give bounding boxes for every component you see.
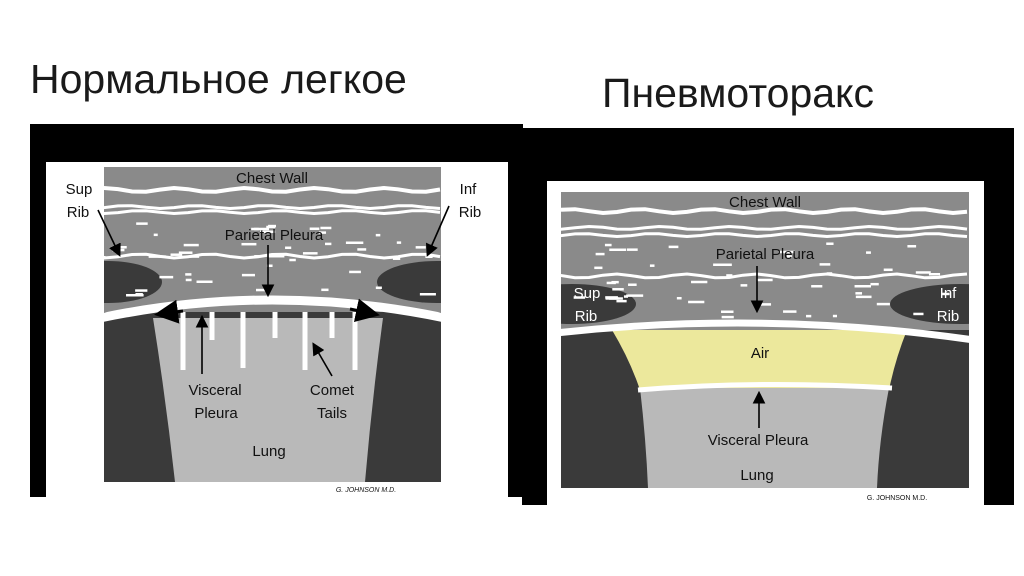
sup-rib-shape: [104, 261, 162, 303]
lung-label: Lung: [252, 443, 285, 460]
rib-label: Rib: [67, 204, 90, 221]
tissue-line: [104, 252, 441, 260]
tissue-line: [561, 207, 968, 216]
rib-label: Rib: [459, 204, 482, 221]
inf-rib-shape: [377, 261, 441, 303]
sup-rib-shape: [561, 284, 636, 324]
tissue-line: [104, 209, 441, 216]
visceral-pleura-label: Visceral Pleura: [708, 432, 809, 449]
rib-label: Rib: [575, 308, 598, 325]
pleural-line: [104, 295, 441, 322]
lung-label: Lung: [740, 467, 773, 484]
pneumothorax-title: Пневмоторакс: [602, 70, 874, 116]
parietal-pleura-label: Parietal Pleura: [716, 246, 815, 263]
parietal-pleura-label: Parietal Pleura: [225, 227, 324, 244]
sliding-arrow-right: [349, 298, 380, 323]
sliding-arrow-left: [154, 299, 184, 324]
chest-wall-label: Chest Wall: [236, 170, 308, 187]
tissue-line: [561, 232, 968, 239]
lung-region: [640, 388, 889, 488]
normal-lung-diagram: Chest Wall Sup Rib Inf Rib Parietal Pleu…: [30, 124, 523, 497]
lung-region: [153, 318, 383, 482]
inf-label: Inf: [460, 181, 478, 198]
sup-label: Sup: [574, 285, 601, 302]
signature: G. JOHNSON M.D.: [867, 495, 927, 502]
normal-lung-title: Нормальное легкое: [30, 56, 407, 102]
inf-rib-arrow: [425, 205, 450, 257]
visceral-pleural-line: [637, 381, 893, 393]
sup-rib-arrow: [97, 209, 121, 257]
parietal-pleural-line: [561, 319, 969, 343]
chest-wall-lines: [561, 207, 968, 319]
visceral-label: Visceral: [188, 382, 241, 399]
pneumothorax-diagram: Chest Wall Parietal Pleura Sup Rib Inf R…: [522, 128, 1014, 505]
tissue-line: [104, 204, 441, 211]
signature: G. JOHNSON M.D.: [336, 487, 396, 494]
pleura-label: Pleura: [194, 405, 238, 422]
tails-label: Tails: [317, 405, 347, 422]
tissue-line: [104, 185, 441, 194]
sup-label: Sup: [66, 181, 93, 198]
tissue-line: [561, 224, 968, 231]
air-label: Air: [751, 345, 769, 362]
comet-arrow: [312, 342, 333, 377]
rib-label: Rib: [937, 308, 960, 325]
air-region: [612, 330, 907, 390]
inf-label: Inf: [940, 285, 958, 302]
chest-wall-label: Chest Wall: [729, 194, 801, 211]
comet-label: Comet: [310, 382, 355, 399]
